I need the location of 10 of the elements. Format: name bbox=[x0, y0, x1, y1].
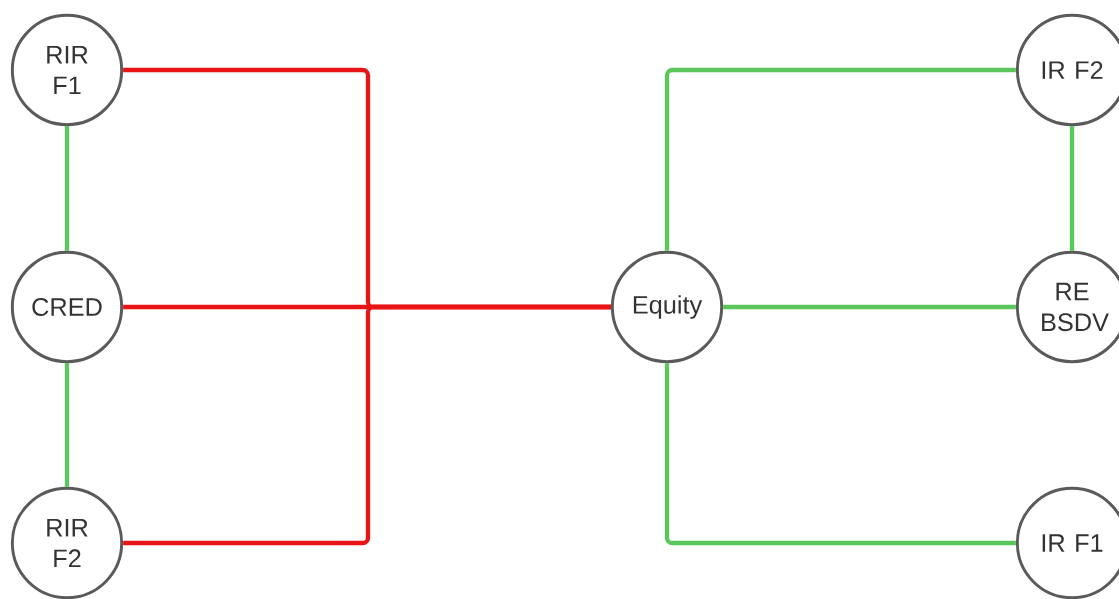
connector-line bbox=[723, 304, 1016, 310]
connector-line bbox=[664, 363, 1016, 546]
circle-node: CRED bbox=[10, 250, 124, 364]
circle-node: Equity bbox=[610, 250, 724, 364]
connector-line bbox=[64, 363, 70, 487]
connector-line bbox=[123, 304, 611, 546]
circle-node: RIR F1 bbox=[10, 13, 124, 127]
connector-line bbox=[1069, 126, 1075, 251]
connector-line bbox=[664, 67, 1016, 251]
connector-line bbox=[64, 126, 70, 251]
